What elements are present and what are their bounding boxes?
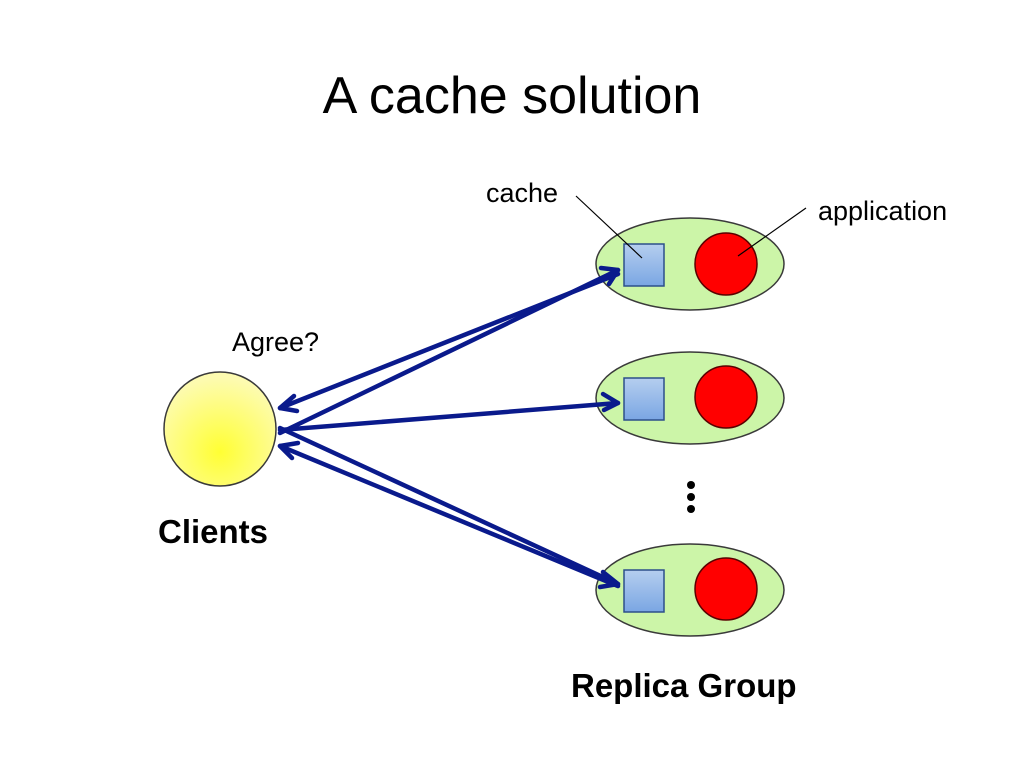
arrow-replica-1-to-client bbox=[277, 271, 621, 414]
cache-box bbox=[623, 569, 665, 613]
arrow-client-to-replica-2 bbox=[277, 391, 621, 433]
cache-box bbox=[623, 377, 665, 421]
application-leader-line bbox=[737, 207, 807, 257]
application-circle bbox=[694, 365, 758, 429]
arrow-replica-3-to-client bbox=[277, 440, 621, 589]
ellipsis-dots bbox=[687, 481, 695, 513]
cache-label: cache bbox=[486, 178, 559, 208]
arrows bbox=[277, 265, 621, 590]
client-circle bbox=[163, 371, 277, 487]
replica-group-label: Replica Group bbox=[571, 667, 797, 704]
application-circle bbox=[694, 232, 758, 296]
cache-leader-line bbox=[575, 195, 643, 259]
replica-node-3 bbox=[595, 543, 785, 637]
application-circle bbox=[694, 557, 758, 621]
slide-title: A cache solution bbox=[322, 67, 702, 125]
cache-box bbox=[623, 243, 665, 287]
clients-label: Clients bbox=[158, 513, 269, 550]
application-label: application bbox=[818, 196, 948, 226]
agree-label: Agree? bbox=[232, 327, 320, 357]
replica-node-2 bbox=[595, 351, 785, 445]
replica-node-1 bbox=[595, 217, 785, 311]
